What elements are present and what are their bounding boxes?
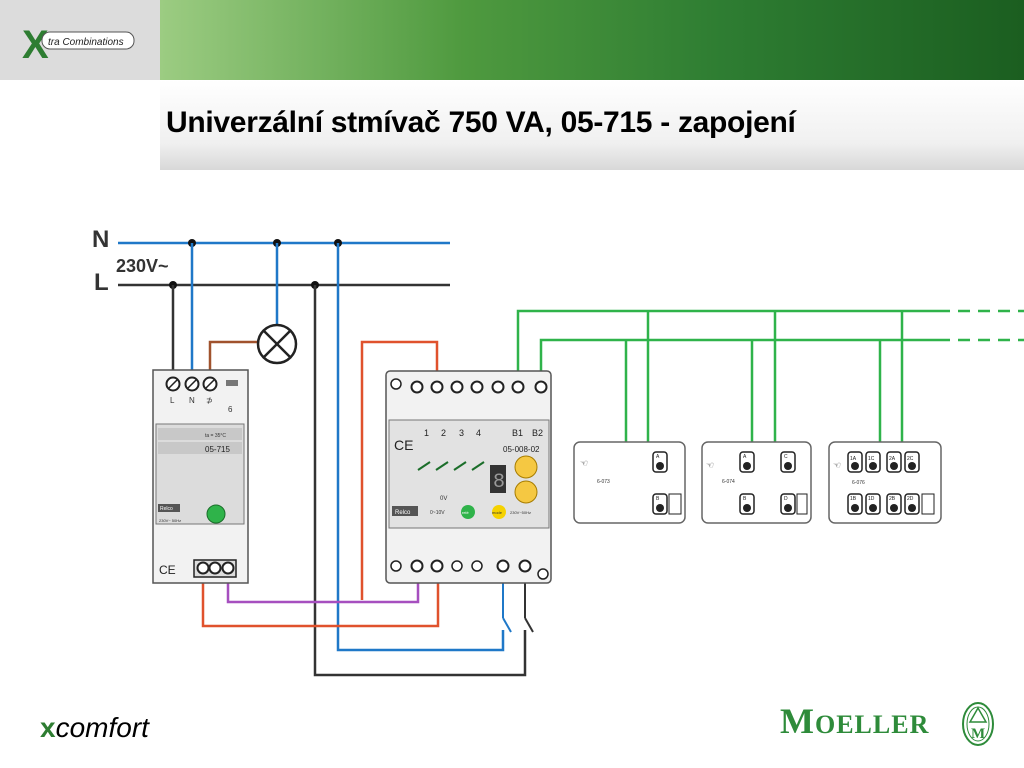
- contact-label: 2B: [889, 496, 896, 502]
- controller-module: CE 1 2 3 4 B1 B2 05-008-02 0V 8 Relco 0~…: [385, 370, 552, 584]
- moeller-logo-rest: OELLER: [814, 710, 930, 739]
- logo-text: tra Combinations: [48, 37, 124, 48]
- dimmer-terminal-label: L: [170, 396, 175, 405]
- lamp-output-wire: [208, 340, 258, 372]
- dimmer-model: 05-715: [205, 445, 230, 454]
- channel-label: 1: [424, 428, 429, 438]
- dimmer-rating: 230V~ 50Hz: [159, 518, 181, 523]
- controller-ce-mark: CE: [394, 437, 413, 453]
- contact-label: D: [784, 496, 788, 502]
- contact-label: B: [656, 496, 660, 502]
- bottom-terminal-row: [390, 559, 549, 580]
- terminal-screw: [221, 561, 235, 575]
- dimmer-terminal-label: ⊅: [206, 396, 213, 405]
- channel-indicator-icon: [417, 461, 485, 471]
- contact-label: 1A: [850, 456, 857, 462]
- dimmer-ce-mark: CE: [159, 563, 176, 577]
- push-button-icon: ☜: [580, 458, 588, 468]
- push-button-icon: ☜: [706, 460, 714, 470]
- moeller-emblem-letter: M: [971, 726, 985, 742]
- control-wire-red-2: [201, 582, 440, 628]
- rotary-switch-icon: [514, 455, 538, 479]
- page-title: Univerzální stmívač 750 VA, 05-715 - zap…: [166, 106, 796, 139]
- dimmer-terminal-label: N: [189, 396, 195, 405]
- ov-label: 0V: [440, 496, 447, 502]
- supply-label: 230V~50Hz: [510, 510, 531, 515]
- adjust-knob-icon: [206, 504, 226, 524]
- seven-segment-display: [490, 465, 506, 493]
- channel-label: 2: [441, 428, 446, 438]
- header-band: [160, 0, 1024, 80]
- contact-label: C: [784, 454, 788, 460]
- mode-button: [492, 505, 506, 519]
- push-button-code: 6-076: [852, 480, 865, 486]
- switch-icon: [502, 582, 534, 633]
- mode-button-label: mode: [492, 510, 503, 515]
- l-label: L: [94, 269, 109, 296]
- b1-label: B1: [512, 428, 523, 438]
- push-button-code: 6-074: [722, 479, 735, 485]
- xtra-combinations-logo: X tra Combinations: [22, 23, 135, 67]
- controller-l-wire: [313, 285, 527, 677]
- push-button-code: 6-073: [597, 479, 610, 485]
- contact-label: 1C: [868, 456, 875, 462]
- moeller-logo-initial: M: [780, 701, 815, 741]
- contact-row-bottom: [847, 493, 935, 515]
- contact-label: 1B: [850, 496, 857, 502]
- xcomfort-logo: xcomfort: [40, 712, 149, 744]
- contact-label: 2C: [907, 456, 914, 462]
- controller-model: 05-008-02: [503, 445, 540, 454]
- push-button-module-3: ☜ 6-076 1A 1C 2A 2C 1B 1D 2B: [828, 441, 942, 524]
- n-label: N: [92, 226, 109, 253]
- terminal-screw: [196, 561, 210, 575]
- dimmer-terminal-number: 6: [228, 405, 233, 414]
- xcomfort-logo-text: comfort: [55, 712, 149, 743]
- contact-label: A: [656, 454, 660, 460]
- push-button-icon: ☜: [833, 460, 841, 470]
- rotary-switch-icon: [514, 480, 538, 504]
- contact-label: 2D: [907, 496, 914, 502]
- bus-line-2: [539, 338, 950, 372]
- channel-label: 3: [459, 428, 464, 438]
- lamp-icon: [256, 323, 298, 365]
- xcomfort-logo-x: x: [40, 712, 56, 743]
- control-wire-red: [360, 340, 439, 600]
- display-digit: 8: [493, 471, 505, 494]
- contact-label: A: [743, 454, 747, 460]
- moeller-logo: MOELLER: [780, 700, 929, 742]
- contact-label: B: [743, 496, 747, 502]
- moeller-emblem-icon: M: [962, 702, 994, 746]
- push-button-module-1: ☜ 6-073 A B: [573, 441, 686, 524]
- relay-button: [461, 505, 475, 519]
- channel-label: 4: [476, 428, 481, 438]
- range-label: 0~10V: [430, 510, 445, 516]
- b2-label: B2: [532, 428, 543, 438]
- contact-row-top: [847, 451, 920, 473]
- dimmer-warn-text: ta = 35°C: [205, 433, 226, 439]
- controller-n-wire: [336, 243, 505, 652]
- contact-label: 1D: [868, 496, 875, 502]
- terminal-screw: [208, 561, 222, 575]
- control-wire-purple: [226, 582, 420, 604]
- push-button-module-2: ☜ 6-074 A C B D: [701, 441, 812, 524]
- bus-line-1: [516, 309, 950, 372]
- brand-logo-area: X tra Combinations: [0, 0, 160, 80]
- voltage-label: 230V~: [116, 256, 169, 276]
- dimmer-module: L N ⊅ 6 ta = 35°C 05-715 Relco 230V~ 50H…: [152, 369, 249, 584]
- controller-brand: Relco: [395, 510, 411, 516]
- contact-label: 2A: [889, 456, 896, 462]
- relay-button-label: relè: [462, 510, 469, 515]
- dimmer-brand: Relco: [160, 506, 173, 512]
- top-terminal-row: [390, 378, 548, 394]
- title-box: [160, 80, 1024, 170]
